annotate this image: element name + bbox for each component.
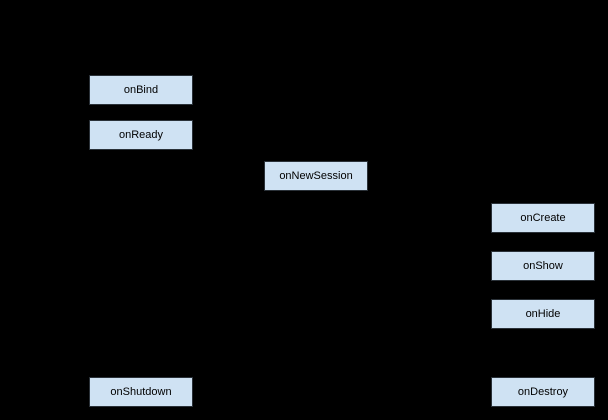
node-onready: onReady bbox=[89, 120, 193, 150]
node-onnewsession: onNewSession bbox=[264, 161, 368, 191]
node-onhide: onHide bbox=[491, 299, 595, 329]
node-oncreate: onCreate bbox=[491, 203, 595, 233]
node-onshow: onShow bbox=[491, 251, 595, 281]
node-onbind: onBind bbox=[89, 75, 193, 105]
node-onshutdown: onShutdown bbox=[89, 377, 193, 407]
node-ondestroy: onDestroy bbox=[491, 377, 595, 407]
